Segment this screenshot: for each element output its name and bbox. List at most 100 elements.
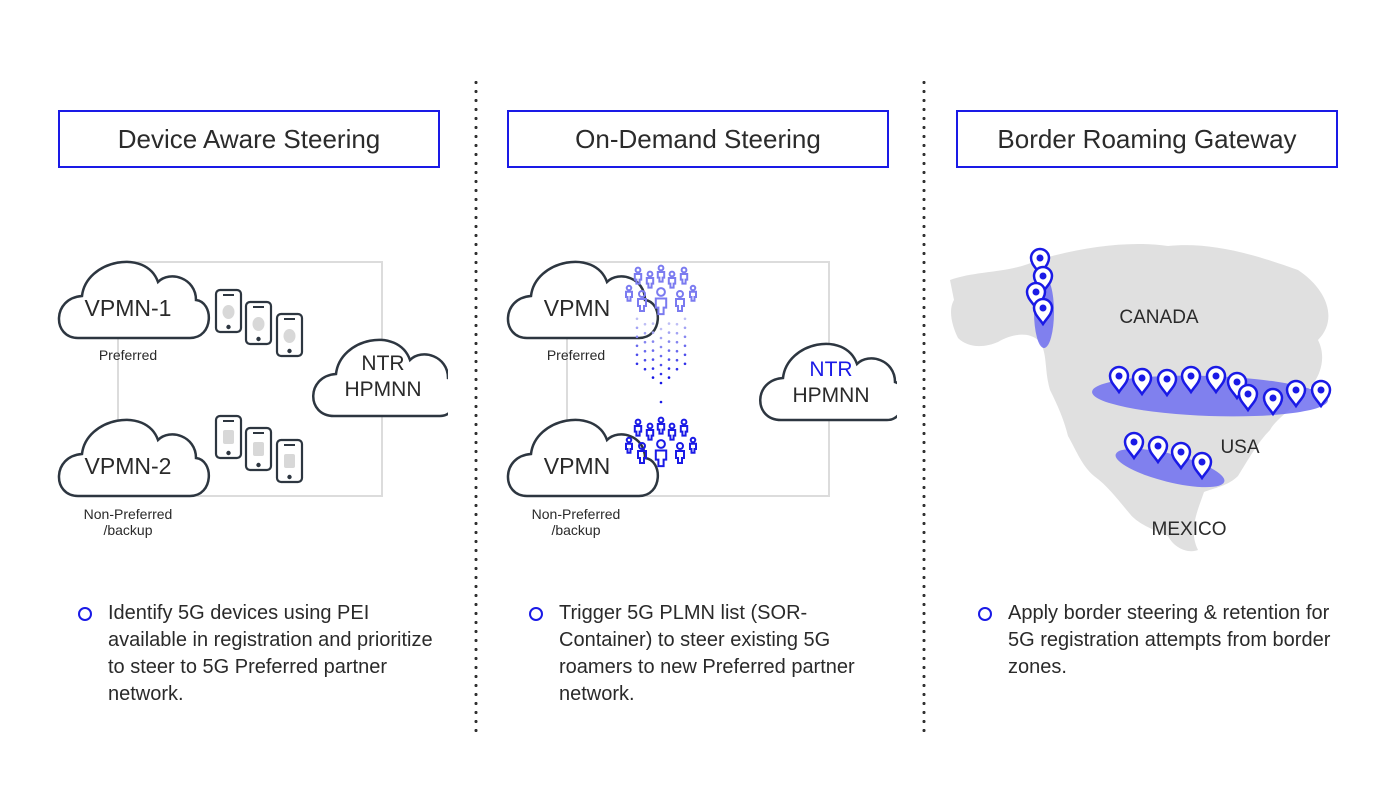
map-pin-icon — [1310, 379, 1332, 409]
cloud-vpmn-1: VPMN-1 — [57, 260, 211, 340]
on-demand-diagram: VPMN Preferred VPMN Non-Preferred /backu… — [506, 260, 897, 538]
location-pins — [1025, 247, 1332, 481]
bullet-text: Trigger 5G PLMN list (SOR-Container) to … — [559, 602, 855, 705]
map-pin-icon — [1180, 365, 1202, 395]
flow-dot — [675, 322, 679, 326]
person-icon — [654, 439, 668, 468]
bullet-circle-icon — [529, 607, 543, 621]
map-pin-icon — [1170, 441, 1192, 471]
map-pin-icon — [1131, 367, 1153, 397]
cloud-label-line1: NTR — [361, 352, 404, 375]
flow-dot — [667, 358, 671, 361]
flow-dot — [643, 358, 647, 362]
caption-backup: /backup — [551, 522, 600, 538]
border-zone-us-mexico — [1115, 448, 1225, 488]
flow-dot — [683, 344, 687, 348]
flow-dot — [635, 362, 639, 366]
flow-dot — [643, 331, 647, 335]
person-icon — [654, 287, 668, 316]
flow-dot — [683, 335, 687, 339]
cloud-vpmn-non-preferred: VPMN — [506, 418, 660, 498]
bullet-text: Identify 5G devices using PEI available … — [108, 602, 433, 705]
map-pin-icon — [1032, 297, 1054, 327]
android-phone-icon — [244, 426, 273, 472]
flow-dot — [683, 326, 687, 330]
flow-dot — [651, 358, 655, 361]
person-icon — [656, 264, 666, 283]
panel-title: On-Demand Steering — [507, 110, 889, 168]
label-mexico: MEXICO — [1152, 519, 1227, 540]
flow-dot — [635, 353, 639, 357]
flow-dot — [667, 322, 671, 325]
cloud-vpmn-preferred: VPMN — [506, 260, 660, 340]
flow-dot — [651, 331, 655, 334]
person-icon — [633, 266, 643, 285]
flow-dot — [667, 376, 671, 379]
map-pin-icon — [1262, 387, 1284, 417]
flow-dot — [659, 372, 663, 376]
flow-dot — [675, 358, 679, 362]
label-usa: USA — [1220, 437, 1259, 458]
map-pin-icon — [1237, 383, 1259, 413]
flow-dot — [635, 317, 639, 321]
flow-dot — [651, 340, 655, 343]
label-canada: CANADA — [1119, 307, 1199, 328]
apple-phone-icon — [244, 300, 273, 346]
cloud-label-line1: NTR — [809, 358, 852, 381]
panel-device-aware-steering: Device Aware Steering VPMN-1 Preferred V… — [0, 0, 448, 812]
cloud-vpmn-2: VPMN-2 — [57, 418, 211, 498]
person-icon — [625, 284, 633, 302]
person-icon — [637, 290, 647, 312]
north-america-map: CANADA USA MEXICO — [950, 243, 1332, 552]
person-icon — [689, 284, 697, 302]
flow-dot — [659, 345, 663, 349]
map-pin-icon — [1205, 365, 1227, 395]
person-icon — [633, 418, 643, 437]
caption-non-preferred: Non-Preferred — [532, 506, 621, 522]
person-icon — [645, 422, 655, 441]
bullet-point: Apply border steering & retention for 5G… — [978, 600, 1338, 681]
flow-dot — [667, 367, 671, 370]
apple-phone-icon — [214, 288, 243, 334]
dotted-divider — [474, 78, 478, 734]
people-group-icon — [625, 416, 697, 468]
people-group-icon-light — [625, 264, 697, 316]
migration-dots — [635, 317, 687, 404]
apple-phone-icon — [275, 312, 304, 358]
cloud-label: VPMN-2 — [85, 453, 172, 479]
flow-dot — [683, 317, 687, 321]
flow-dot — [651, 349, 655, 352]
caption-non-preferred: Non-Preferred — [84, 506, 173, 522]
flow-dot — [667, 349, 671, 352]
caption-backup: /backup — [103, 522, 152, 538]
flow-dot — [675, 331, 679, 335]
person-icon — [667, 270, 677, 289]
panel-title: Device Aware Steering — [58, 110, 440, 168]
flow-dot — [635, 335, 639, 339]
flow-dot — [675, 340, 679, 344]
panel-border-roaming-gateway: Border Roaming Gateway CANADA USA MEXICO… — [898, 0, 1346, 812]
android-phone-icon — [214, 414, 243, 460]
map-pin-icon — [1191, 451, 1213, 481]
map-pin-icon — [1156, 368, 1178, 398]
flow-dot — [643, 349, 647, 353]
person-icon — [625, 436, 633, 454]
caption-preferred: Preferred — [99, 347, 157, 363]
flow-dot — [643, 322, 647, 326]
flow-dot — [683, 353, 687, 357]
flow-dot — [635, 344, 639, 348]
flow-dot — [659, 327, 663, 331]
flow-dot — [659, 336, 663, 340]
panel-title: Border Roaming Gateway — [956, 110, 1338, 168]
person-icon — [645, 270, 655, 289]
flow-dot — [659, 381, 663, 385]
flow-dot — [651, 322, 655, 325]
map-pin-icon — [1108, 365, 1130, 395]
bullet-point: Identify 5G devices using PEI available … — [78, 600, 438, 708]
person-icon — [675, 442, 685, 464]
person-icon — [679, 266, 689, 285]
android-phones-group — [214, 414, 304, 484]
panel-on-demand-steering: On-Demand Steering VPMN Preferred VPMN N… — [449, 0, 897, 812]
cloud-label-line2: HPMNN — [345, 378, 422, 401]
person-icon — [667, 422, 677, 441]
